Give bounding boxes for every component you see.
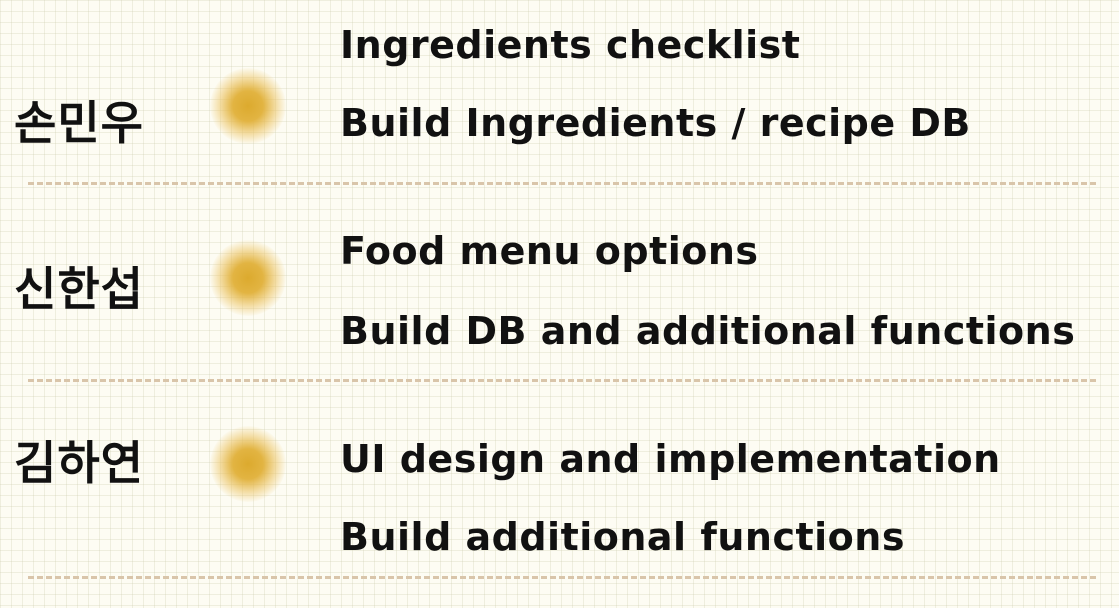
task-item: Ingredients checklist: [340, 23, 801, 67]
bullet-dot-icon: [210, 426, 286, 502]
task-item: Build Ingredients / recipe DB: [340, 101, 971, 145]
task-item: Build additional functions: [340, 515, 905, 559]
bullet-dot-icon: [210, 68, 286, 144]
task-item: Build DB and additional functions: [340, 309, 1076, 353]
row-divider: [28, 576, 1096, 579]
bullet-dot-icon: [210, 240, 286, 316]
row-divider: [28, 182, 1096, 185]
member-name: 손민우: [14, 96, 144, 150]
task-item: Food menu options: [340, 229, 759, 273]
member-name: 신한섭: [14, 262, 144, 316]
member-name: 김하연: [14, 436, 144, 490]
row-divider: [28, 379, 1096, 382]
task-item: UI design and implementation: [340, 437, 1001, 481]
